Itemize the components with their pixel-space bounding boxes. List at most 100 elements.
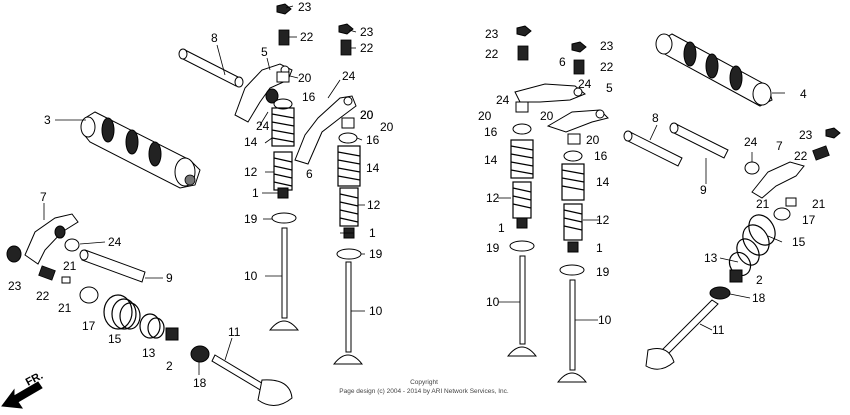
- callout-c23e: 23: [600, 39, 614, 53]
- valve-right-a: [506, 255, 538, 357]
- callout-c22a: 22: [300, 30, 314, 44]
- rocker-arm-left-6: [294, 95, 357, 165]
- callout-c16a: 16: [302, 90, 316, 104]
- callout-c7a: 7: [40, 190, 47, 204]
- valve-spring-right-a: [509, 139, 535, 252]
- spring-group-far-left: [79, 286, 179, 341]
- valve-far-right: [645, 299, 719, 370]
- valve-spring-right-b: [559, 163, 585, 276]
- adjuster-set-right-a: [512, 25, 532, 135]
- callout-c8b: 8: [652, 111, 659, 125]
- callout-c9a: 9: [166, 271, 173, 285]
- callout-c12c: 12: [486, 191, 500, 205]
- callout-c24f: 24: [744, 135, 758, 149]
- adjuster-set-left-b: [338, 23, 358, 144]
- callout-c20f: 20: [540, 109, 554, 123]
- rocker-arm-far-right-7: [744, 161, 805, 199]
- callout-c24c: 24: [108, 235, 122, 249]
- callout-c14a: 14: [244, 135, 258, 149]
- callout-c8a: 8: [211, 31, 218, 45]
- callout-c17b: 17: [802, 213, 816, 227]
- callout-c23a: 23: [298, 0, 312, 14]
- callout-c20g: 20: [586, 133, 600, 147]
- callout-c1b: 1: [369, 226, 376, 240]
- callout-c20b: 20: [360, 108, 374, 122]
- callout-c15b: 15: [792, 235, 806, 249]
- callout-c4: 4: [800, 87, 807, 101]
- rocker-arm-far-left-7: [24, 213, 79, 265]
- callout-c21b: 21: [58, 301, 72, 315]
- callout-c10c: 10: [486, 295, 500, 309]
- rocker-arm-right-5: [546, 109, 609, 133]
- rocker-shaft-far-left: [79, 249, 146, 283]
- callout-c16b: 16: [366, 133, 380, 147]
- small-parts-far-left: [6, 238, 80, 284]
- callout-c11b: 11: [712, 323, 725, 337]
- adjuster-set-right-b: [563, 41, 587, 162]
- callout-c13b: 13: [704, 251, 718, 265]
- callout-c24d: 24: [496, 93, 510, 107]
- callout-c23c: 23: [8, 279, 22, 293]
- callout-c24b: 24: [256, 119, 270, 133]
- callout-c6a: 6: [306, 167, 313, 181]
- callout-c9b: 9: [700, 183, 707, 197]
- callout-c5a: 5: [261, 45, 268, 59]
- callout-c11a: 11: [228, 325, 241, 339]
- callout-c2a: 2: [166, 359, 173, 373]
- callout-c21c: 21: [756, 197, 770, 211]
- valve-left-a: [268, 227, 300, 331]
- callout-c1c: 1: [498, 221, 505, 235]
- adjuster-set-left-a: [273, 3, 293, 110]
- callout-c14b: 14: [366, 161, 380, 175]
- callout-c24a: 24: [342, 69, 356, 83]
- valve-far-left: [190, 345, 293, 406]
- callout-c22b: 22: [360, 41, 374, 55]
- callout-c22e: 22: [600, 60, 614, 74]
- callout-c14d: 14: [596, 175, 610, 189]
- valve-spring-left-a: [271, 107, 297, 224]
- callout-c15a: 15: [108, 332, 122, 346]
- callout-c19a: 19: [244, 212, 258, 226]
- front-label: FR.: [24, 370, 45, 389]
- valve-spring-left-b: [336, 145, 362, 260]
- callout-c14c: 14: [484, 153, 498, 167]
- callout-c21a: 21: [63, 259, 77, 273]
- callout-c12d: 12: [596, 213, 610, 227]
- callout-c20c: 20: [360, 108, 374, 122]
- camshaft-left: [80, 111, 201, 189]
- valve-right-b: [556, 279, 588, 383]
- callout-c19c: 19: [486, 241, 500, 255]
- spring-group-far-right: [709, 214, 776, 300]
- callout-c23d: 23: [485, 27, 499, 41]
- callout-c13a: 13: [142, 346, 156, 360]
- callout-c10b: 10: [369, 304, 383, 318]
- callout-c19d: 19: [596, 265, 610, 279]
- front-direction-indicator: FR.: [1, 370, 45, 409]
- callout-c22f: 22: [794, 149, 808, 163]
- callout-c7b: 7: [776, 139, 783, 153]
- callout-c22c: 22: [36, 289, 50, 303]
- callout-c20d: 20: [380, 120, 394, 134]
- small-parts-far-right: [773, 127, 841, 221]
- callout-c23b: 23: [360, 25, 374, 39]
- callout-c22d: 22: [485, 47, 499, 61]
- callout-c3: 3: [44, 113, 51, 127]
- callout-c18b: 18: [752, 291, 766, 305]
- callout-c20a: 20: [298, 71, 312, 85]
- callout-c2b: 2: [756, 273, 763, 287]
- callout-c21d: 21: [812, 197, 826, 211]
- callout-c10a: 10: [244, 269, 258, 283]
- rocker-shaft-left: [178, 48, 244, 88]
- callout-c18a: 18: [193, 376, 207, 390]
- callout-c12a: 12: [244, 165, 258, 179]
- callout-c24e: 24: [578, 77, 592, 91]
- callout-c10d: 10: [598, 313, 612, 327]
- callout-c12b: 12: [367, 198, 381, 212]
- copyright-title: Copyright: [410, 379, 438, 386]
- valve-left-b: [332, 261, 364, 365]
- copyright-notice: Page design (c) 2004 - 2014 by ARI Netwo…: [339, 388, 509, 395]
- callout-c16c: 16: [484, 125, 498, 139]
- leader-lines: [43, 5, 785, 375]
- rocker-shaft-right-9: [669, 122, 729, 159]
